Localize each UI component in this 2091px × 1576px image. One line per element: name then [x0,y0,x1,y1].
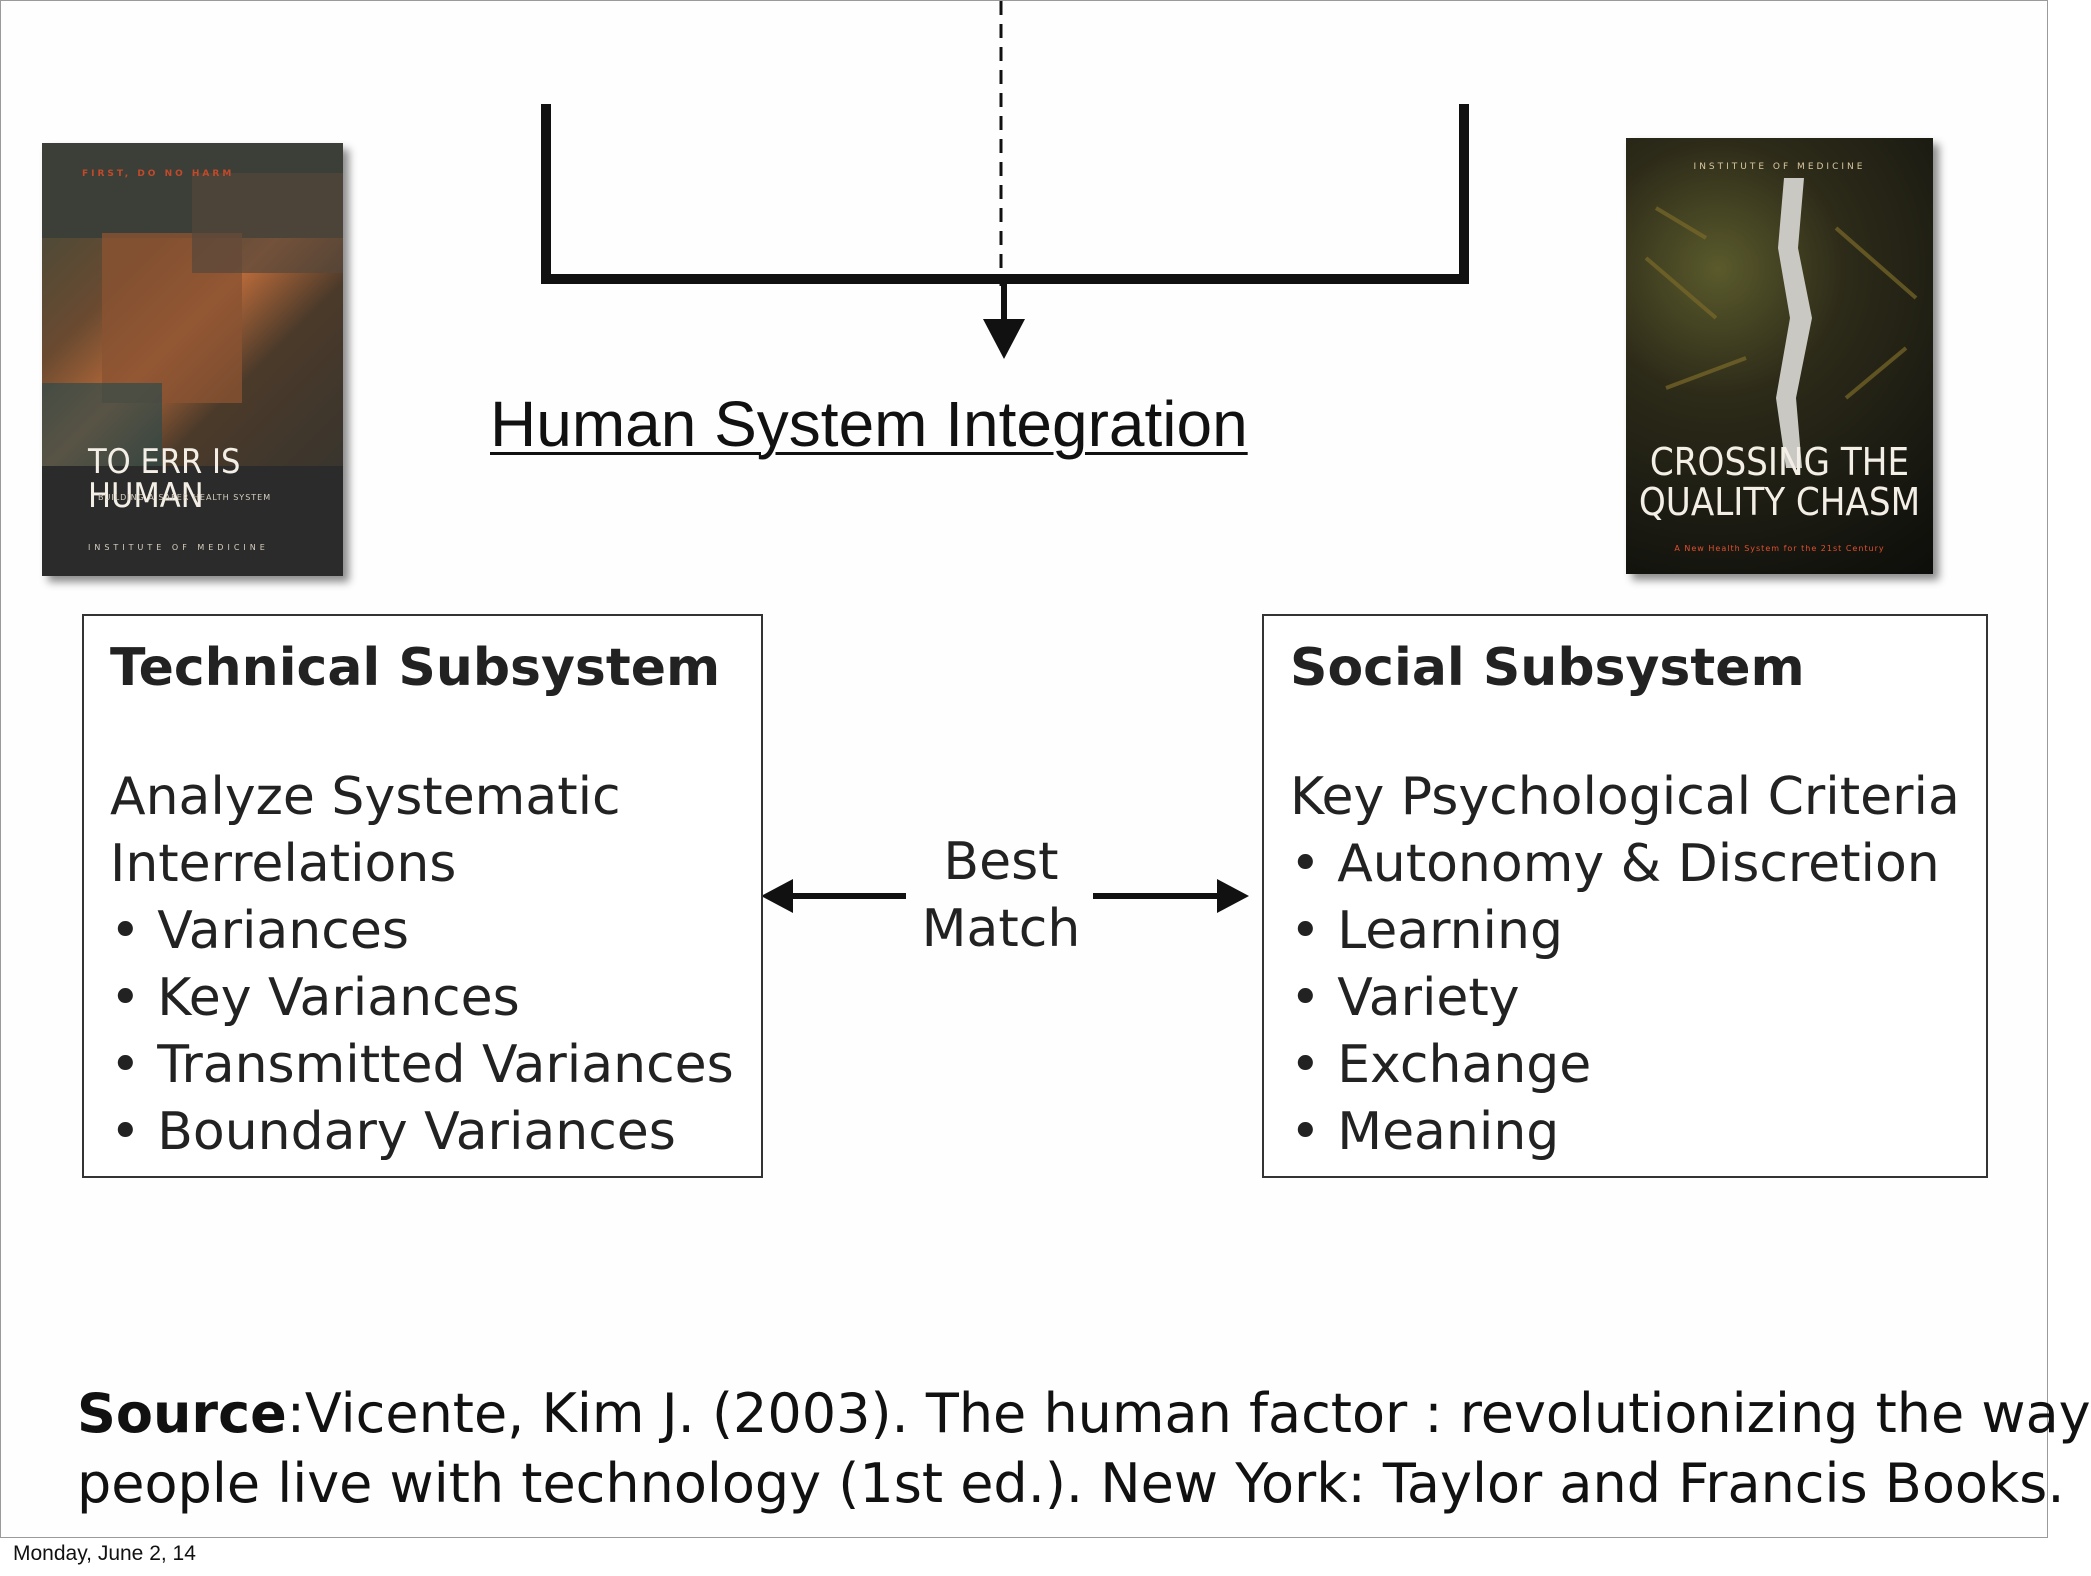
book-right-title-line2: QUALITY CHASM [1638,480,1921,524]
best-match-line1: Best [943,832,1059,892]
source-line1: :Vicente, Kim J. (2003). The human facto… [286,1382,2091,1445]
footer-date: Monday, June 2, 14 [13,1542,196,1565]
book-right-publisher: INSTITUTE OF MEDICINE [1693,162,1866,172]
social-bullet: Variety [1290,965,1960,1032]
technical-bullet: Key Variances [110,965,734,1032]
technical-subsystem-box: Technical Subsystem Analyze Systematic I… [82,614,763,1178]
source-line2: people live with technology (1st ed.). N… [77,1452,2065,1515]
chasm-crack-illustration [1644,178,1918,468]
source-label: Source [77,1382,287,1445]
down-arrow-head [983,319,1025,359]
book-left-title: TO ERR IS HUMAN [88,442,241,516]
technical-subsystem-title: Technical Subsystem [110,638,721,698]
technical-bullet: Transmitted Variances [110,1032,734,1099]
social-line1: Key Psychological Criteria [1290,767,1960,827]
book-cover-to-err-is-human: FIRST, DO NO HARM TO ERR IS HUMAN BUILDI… [42,143,343,576]
technical-bullet: Variances [110,898,734,965]
social-bullet: Autonomy & Discretion [1290,831,1960,898]
book-left-subtitle: BUILDING A SAFER HEALTH SYSTEM [98,493,272,502]
best-match-line2: Match [921,899,1081,959]
technical-bullet: Boundary Variances [110,1099,734,1166]
social-subsystem-title: Social Subsystem [1290,638,1805,698]
technical-line1: Analyze Systematic [110,767,621,827]
book-left-publisher: INSTITUTE OF MEDICINE [88,543,269,552]
human-system-integration-heading: Human System Integration [490,388,1248,460]
social-bullet: Learning [1290,898,1960,965]
slide: FIRST, DO NO HARM TO ERR IS HUMAN BUILDI… [0,0,2048,1538]
book-left-top-text: FIRST, DO NO HARM [82,169,235,179]
book-right-title-line1: CROSSING THE [1649,440,1910,484]
bracket-line [541,104,1469,284]
connector-diagram [541,1,1469,913]
technical-line2: Interrelations [110,834,457,894]
social-bullet: Meaning [1290,1099,1960,1166]
technical-subsystem-body: Analyze Systematic Interrelations Varian… [110,764,734,1166]
right-arrow-head [1217,879,1249,913]
left-arrow-head [761,879,793,913]
social-subsystem-box: Social Subsystem Key Psychological Crite… [1262,614,1988,1178]
source-citation: Source:Vicente, Kim J. (2003). The human… [77,1379,2091,1519]
best-match-label: Best Match [901,829,1101,963]
book-right-subtitle: A New Health System for the 21st Century [1674,544,1885,553]
social-subsystem-body: Key Psychological Criteria Autonomy & Di… [1290,764,1960,1166]
social-bullet: Exchange [1290,1032,1960,1099]
book-cover-crossing-the-quality-chasm: INSTITUTE OF MEDICINE CROSSING THE QUALI… [1626,138,1933,574]
